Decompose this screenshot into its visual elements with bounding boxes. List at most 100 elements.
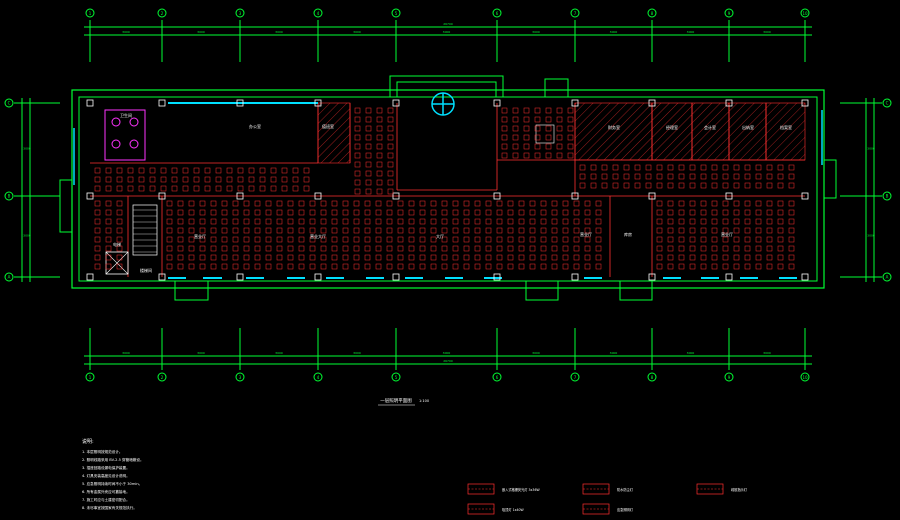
revolving-door-cross <box>432 93 454 115</box>
ceiling-light-fixture <box>722 263 729 270</box>
ceiling-light-fixture <box>700 227 707 234</box>
ceiling-light-fixture <box>601 164 608 171</box>
ceiling-light-fixture <box>755 200 762 207</box>
ceiling-light-fixture <box>722 173 729 180</box>
grid-bubble-bottom <box>235 372 245 382</box>
ceiling-light-fixture <box>105 209 112 216</box>
ceiling-light-fixture <box>595 254 602 261</box>
outer-wall-outline <box>71 89 825 289</box>
ceiling-light-fixture <box>678 254 685 261</box>
ceiling-light-fixture <box>744 173 751 180</box>
ceiling-light-fixture <box>270 176 277 183</box>
ceiling-light-fixture <box>766 200 773 207</box>
ceiling-light-fixture <box>166 263 173 270</box>
hatched-room <box>651 102 693 161</box>
ceiling-light-fixture <box>667 254 674 261</box>
ceiling-light-fixture <box>248 176 255 183</box>
ceiling-light-fixture <box>667 218 674 225</box>
stair <box>132 204 158 256</box>
span-dimension-label-bottom: 3000 <box>197 351 205 355</box>
ceiling-light-fixture <box>430 254 437 261</box>
ceiling-light-fixture <box>375 200 382 207</box>
ceiling-light-fixture <box>656 173 663 180</box>
structural-column <box>392 273 400 281</box>
entrance-bay-right <box>824 159 837 199</box>
ceiling-light-fixture <box>441 218 448 225</box>
ceiling-light-fixture <box>766 227 773 234</box>
ceiling-light-fixture <box>232 200 239 207</box>
ceiling-light-fixture <box>485 236 492 243</box>
structural-column <box>648 99 656 107</box>
ceiling-light-fixture <box>177 209 184 216</box>
ceiling-light-fixture <box>408 218 415 225</box>
ceiling-light-fixture <box>722 164 729 171</box>
ceiling-light-fixture <box>199 200 206 207</box>
ceiling-light-fixture <box>501 107 508 114</box>
structural-column <box>236 273 244 281</box>
grid-label-top: 1 <box>89 11 92 16</box>
plan-scale: 1:100 <box>419 399 429 403</box>
ceiling-light-fixture <box>567 134 574 141</box>
ceiling-light-fixture <box>501 143 508 150</box>
grid-label-left: A <box>8 275 11 280</box>
ceiling-light-fixture <box>529 227 536 234</box>
hatched-room <box>765 102 806 161</box>
ceiling-light-fixture <box>116 209 123 216</box>
ceiling-light-fixture <box>309 254 316 261</box>
ceiling-light-fixture <box>243 254 250 261</box>
ceiling-light-fixture <box>573 254 580 261</box>
ceiling-light-fixture <box>667 164 674 171</box>
ceiling-light-fixture <box>354 161 361 168</box>
ceiling-light-fixture <box>342 254 349 261</box>
ceiling-light-fixture <box>788 218 795 225</box>
ceiling-light-fixture <box>474 209 481 216</box>
ceiling-light-fixture <box>292 176 299 183</box>
entrance-bay-left <box>59 179 72 233</box>
small-stair <box>535 124 555 144</box>
ceiling-light-fixture <box>722 200 729 207</box>
ceiling-light-fixture <box>623 164 630 171</box>
ceiling-light-fixture <box>430 227 437 234</box>
ceiling-light-fixture <box>354 170 361 177</box>
ceiling-light-fixture <box>215 176 222 183</box>
ceiling-light-fixture <box>733 254 740 261</box>
ceiling-light-fixture <box>375 263 382 270</box>
ceiling-light-fixture <box>744 236 751 243</box>
ceiling-light-fixture <box>678 209 685 216</box>
ceiling-light-fixture <box>534 134 541 141</box>
note-item: 3. 插座回路设漏电保护装置。 <box>82 465 130 470</box>
ceiling-light-fixture <box>259 176 266 183</box>
ceiling-light-fixture <box>254 200 261 207</box>
ceiling-light-fixture <box>94 176 101 183</box>
ceiling-light-fixture <box>386 254 393 261</box>
ceiling-light-fixture <box>309 227 316 234</box>
ceiling-light-fixture <box>788 254 795 261</box>
ceiling-light-fixture <box>386 245 393 252</box>
ceiling-light-fixture <box>270 167 277 174</box>
ceiling-light-fixture <box>387 143 394 150</box>
ceiling-light-fixture <box>507 200 514 207</box>
ceiling-light-fixture <box>387 179 394 186</box>
ceiling-light-fixture <box>518 236 525 243</box>
ceiling-light-fixture <box>496 245 503 252</box>
ceiling-light-fixture <box>287 218 294 225</box>
ceiling-light-fixture <box>523 134 530 141</box>
ceiling-light-fixture <box>556 116 563 123</box>
ceiling-light-fixture <box>711 209 718 216</box>
ceiling-light-fixture <box>94 167 101 174</box>
ceiling-light-fixture <box>210 236 217 243</box>
ceiling-light-fixture <box>562 218 569 225</box>
grid-label-bottom: 1 <box>89 375 92 380</box>
ceiling-light-fixture <box>199 263 206 270</box>
ceiling-light-fixture <box>584 263 591 270</box>
ceiling-light-fixture <box>512 107 519 114</box>
structural-column <box>158 99 166 107</box>
ceiling-light-fixture <box>496 254 503 261</box>
ceiling-light-fixture <box>755 173 762 180</box>
ceiling-light-fixture <box>303 167 310 174</box>
grid-label-bottom: 10 <box>802 375 808 380</box>
ceiling-light-fixture <box>320 200 327 207</box>
ceiling-light-fixture <box>193 185 200 192</box>
